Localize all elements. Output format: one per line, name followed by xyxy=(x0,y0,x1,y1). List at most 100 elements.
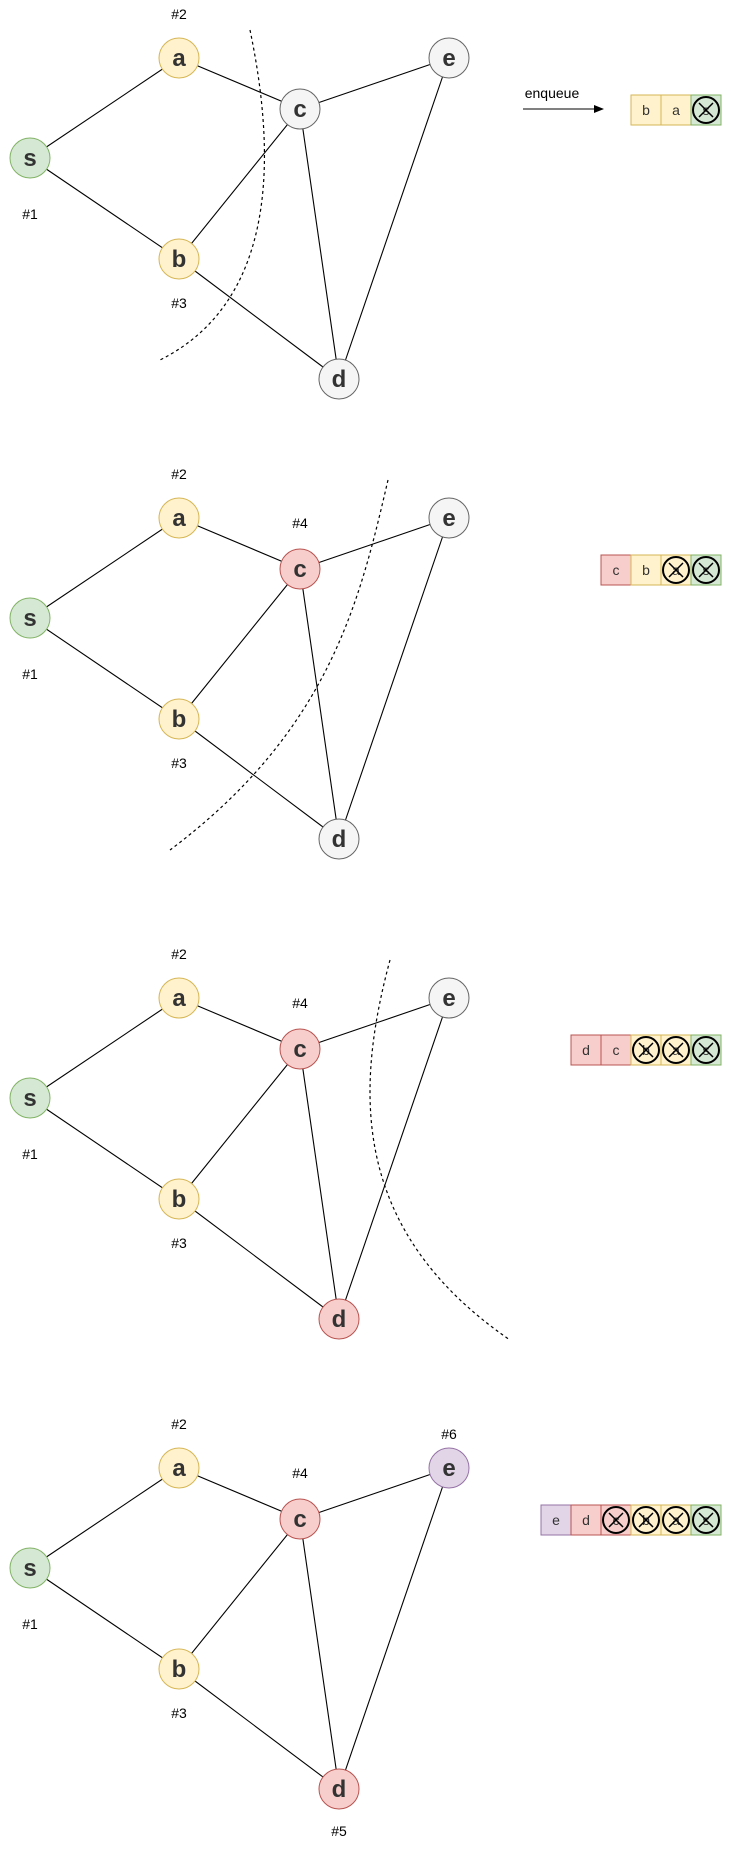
rank-label-a: #2 xyxy=(171,946,187,962)
edge-c-d xyxy=(299,1518,340,1790)
node-a-label: a xyxy=(172,985,186,1012)
node-e-label: e xyxy=(442,505,455,532)
node-a-label: a xyxy=(172,45,186,72)
rank-label-s: #1 xyxy=(22,666,38,682)
edge-d-e xyxy=(338,1467,450,1790)
rank-label-s: #1 xyxy=(22,1616,38,1632)
bfs-step-panel: s#1a#2c#4eb#3dcbas xyxy=(9,466,722,860)
node-s xyxy=(9,1547,51,1589)
node-s xyxy=(9,137,51,179)
dequeued-circle-mark xyxy=(662,1036,690,1064)
dequeued-cross-mark xyxy=(668,1512,684,1528)
queue-cell-label: e xyxy=(552,1512,560,1528)
dequeued-circle-mark xyxy=(662,556,690,584)
node-c xyxy=(279,1028,321,1070)
dequeued-circle-mark xyxy=(692,556,720,584)
node-e-label: e xyxy=(442,45,455,72)
dequeued-cross-mark xyxy=(638,1512,654,1528)
node-d-label: d xyxy=(332,826,347,853)
edge-s-a xyxy=(29,517,180,619)
rank-label-c: #4 xyxy=(292,995,308,1011)
dequeued-cross-mark xyxy=(608,1512,624,1528)
edge-a-c xyxy=(178,57,301,110)
edge-c-e xyxy=(299,1467,450,1520)
frontier-curve xyxy=(169,479,389,851)
node-c xyxy=(279,548,321,590)
dequeued-circle-mark xyxy=(602,1506,630,1534)
rank-label-a: #2 xyxy=(171,6,187,22)
rank-label-a: #2 xyxy=(171,466,187,482)
node-s xyxy=(9,1077,51,1119)
dequeued-cross-mark xyxy=(698,562,714,578)
node-a xyxy=(158,977,200,1019)
node-e xyxy=(428,37,470,79)
edge-b-d xyxy=(178,718,340,840)
dequeued-circle-mark xyxy=(692,1036,720,1064)
edge-c-d xyxy=(299,1048,340,1320)
dequeued-circle-mark xyxy=(692,96,720,124)
node-s xyxy=(9,597,51,639)
node-d xyxy=(318,1768,360,1810)
edge-b-d xyxy=(178,1198,340,1320)
queue-cell xyxy=(570,1504,602,1536)
dequeued-circle-mark xyxy=(662,1506,690,1534)
node-b xyxy=(158,698,200,740)
node-e xyxy=(428,977,470,1019)
node-c xyxy=(279,1498,321,1540)
node-s-label: s xyxy=(23,145,36,172)
bfs-step-panel: s#1a#2c#4e#6b#3d#5edcbas xyxy=(9,1416,722,1839)
node-b xyxy=(158,1648,200,1690)
edge-a-c xyxy=(178,1467,301,1520)
dequeued-circle-mark xyxy=(632,1506,660,1534)
node-s-label: s xyxy=(23,1085,36,1112)
dequeued-cross-mark xyxy=(668,1042,684,1058)
dequeued-cross-mark xyxy=(668,562,684,578)
queue: cbas xyxy=(600,554,722,586)
node-d xyxy=(318,818,360,860)
node-c-label: c xyxy=(293,1506,306,1533)
node-b xyxy=(158,1178,200,1220)
queue-cell-label: d xyxy=(582,1042,590,1058)
rank-label-b: #3 xyxy=(171,295,187,311)
node-d-label: d xyxy=(332,1306,347,1333)
queue-cell xyxy=(600,554,632,586)
rank-label-a: #2 xyxy=(171,1416,187,1432)
queue-cell-label: d xyxy=(582,1512,590,1528)
queue-cell-label: c xyxy=(613,562,620,578)
node-a xyxy=(158,497,200,539)
node-d-label: d xyxy=(332,366,347,393)
node-e-label: e xyxy=(442,985,455,1012)
node-d xyxy=(318,358,360,400)
edge-s-a xyxy=(29,1467,180,1569)
rank-label-c: #4 xyxy=(292,515,308,531)
node-d xyxy=(318,1298,360,1340)
node-a-label: a xyxy=(172,1455,186,1482)
queue-cell xyxy=(660,1504,692,1536)
node-c xyxy=(279,88,321,130)
dequeued-circle-mark xyxy=(692,1506,720,1534)
node-e-label: e xyxy=(442,1455,455,1482)
dequeued-cross-mark xyxy=(638,1042,654,1058)
queue: bas xyxy=(630,94,722,126)
frontier-curve xyxy=(369,959,511,1341)
rank-label-b: #3 xyxy=(171,1705,187,1721)
edge-c-e xyxy=(299,57,450,110)
edge-s-b xyxy=(29,617,180,720)
node-a xyxy=(158,37,200,79)
edge-b-d xyxy=(178,1668,340,1790)
edge-d-e xyxy=(338,517,450,840)
edge-d-e xyxy=(338,57,450,380)
edge-s-b xyxy=(29,1567,180,1670)
queue-cell-label: c xyxy=(613,1042,620,1058)
edge-c-d xyxy=(299,108,340,380)
edge-s-b xyxy=(29,1097,180,1200)
edge-s-a xyxy=(29,997,180,1099)
edge-s-a xyxy=(29,57,180,159)
node-d-label: d xyxy=(332,1776,347,1803)
node-a-label: a xyxy=(172,505,186,532)
rank-label-s: #1 xyxy=(22,1146,38,1162)
rank-label-b: #3 xyxy=(171,1235,187,1251)
queue-cell xyxy=(540,1504,572,1536)
